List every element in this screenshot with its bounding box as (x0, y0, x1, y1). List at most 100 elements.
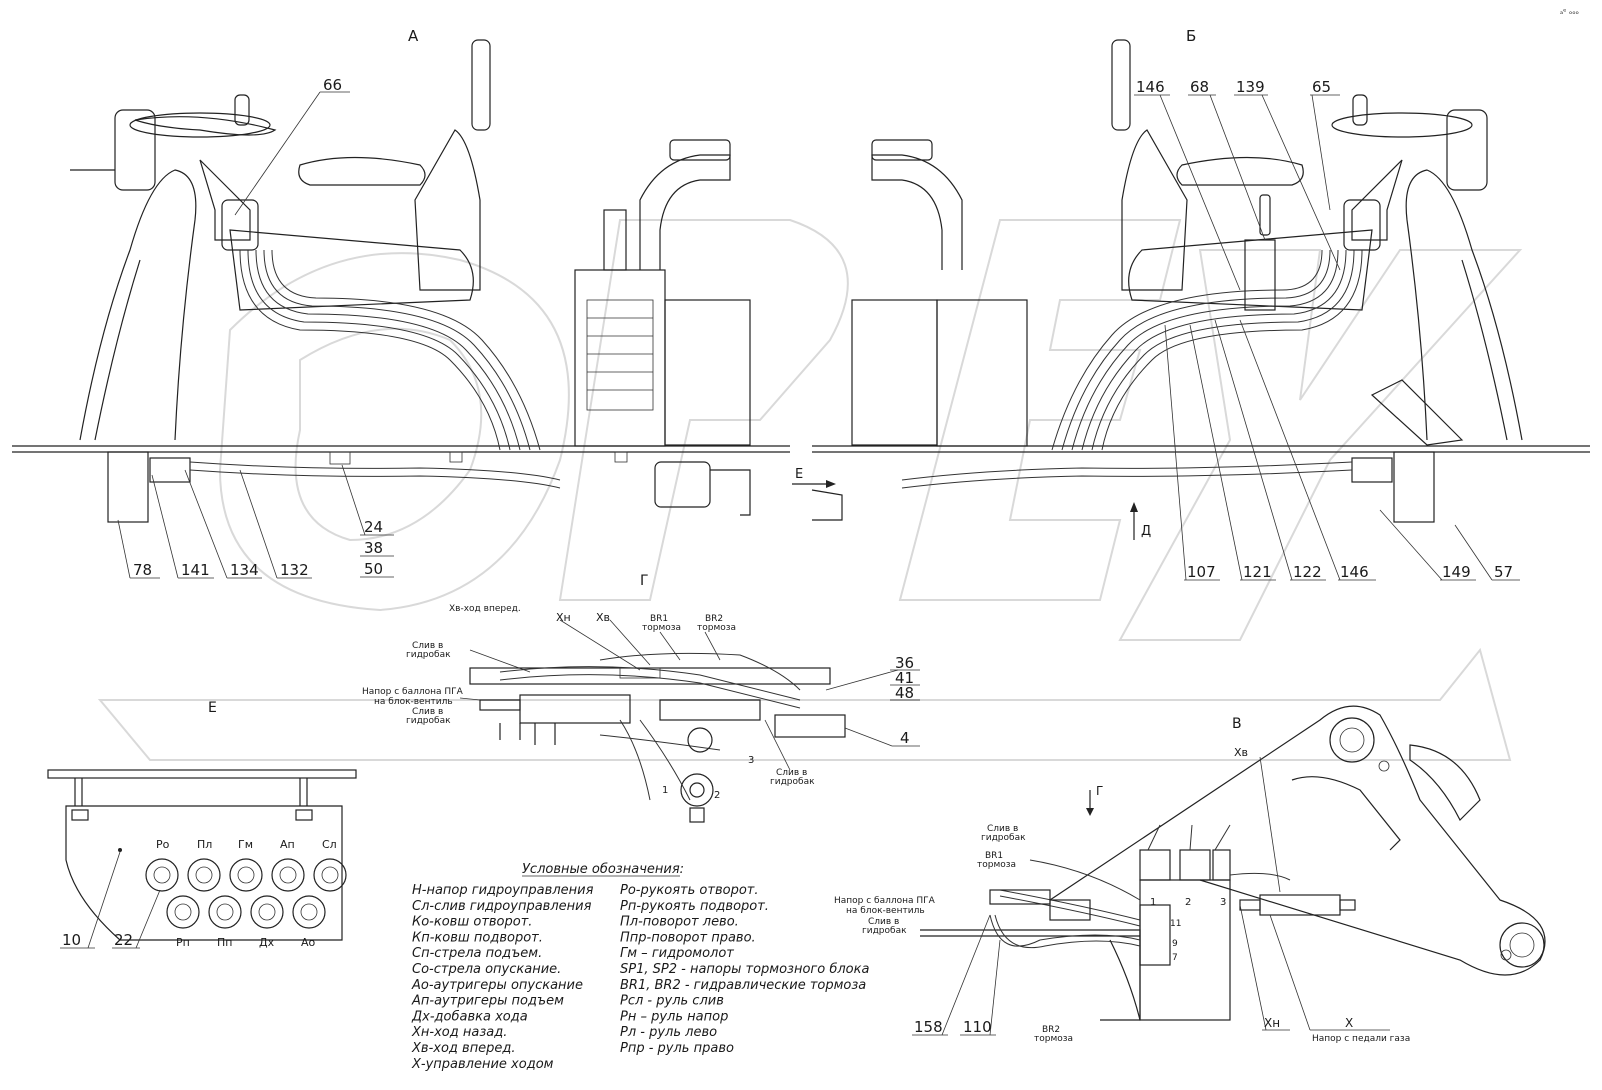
drain-label-1b: гидробак (406, 650, 451, 660)
svg-text:Напор с баллона ПГА: Напор с баллона ПГА (834, 896, 936, 906)
svg-text:7: 7 (1172, 953, 1178, 963)
port-rp: Рп (176, 936, 190, 949)
callout-66: 66 (323, 76, 342, 94)
valve-block: Ро Пл Гм Ап Сл Рп Пп Дх Ао 10 22 (47, 769, 357, 949)
legend-item: Кп-ковш подворот. (412, 930, 543, 945)
svg-text:Г: Г (1096, 784, 1103, 798)
svg-text:гидробак: гидробак (981, 833, 1026, 843)
port-ao: Ао (301, 936, 316, 949)
pga-label: Напор с баллона ПГА (362, 687, 464, 697)
arrow-d: Д (1130, 502, 1151, 540)
view-label-e: Е (208, 700, 217, 716)
callout-38: 38 (364, 539, 383, 557)
legend-item: Н-напор гидроуправления (412, 883, 594, 898)
callout-41: 41 (895, 669, 914, 687)
drain-label-2b: гидробак (406, 716, 451, 726)
legend-item: Дх-добавка хода (411, 1009, 528, 1024)
legend-item: Хв-ход вперед. (411, 1041, 516, 1056)
svg-text:Слив в: Слив в (987, 824, 1018, 834)
port-sl: Сл (322, 838, 337, 851)
callout-122: 122 (1293, 563, 1322, 581)
legend-item: Хн-ход назад. (411, 1025, 507, 1040)
callout-158: 158 (914, 1018, 943, 1036)
legend-item: Ппр-поворот право. (620, 930, 756, 945)
drain-label-2: Слив в (412, 707, 443, 717)
svg-text:9: 9 (1172, 939, 1178, 949)
legend-right-column: Ро-рукоять отворот.Рп-рукоять подворот.П… (620, 883, 869, 1056)
legend-item: BR1, BR2 - гидравлические тормоза (620, 978, 866, 993)
callout-110: 110 (963, 1018, 992, 1036)
cab-view-b (811, 39, 1590, 523)
view-g: Г Хв-ход вперед. Хн Хв BR1 тормоза BR2 т… (362, 573, 920, 823)
view-label-b: Б (1186, 27, 1196, 45)
legend-item: Рсл - руль слив (620, 994, 724, 1009)
arrow-e: Е (792, 467, 836, 488)
callout-134: 134 (230, 561, 259, 579)
svg-text:1: 1 (1150, 897, 1156, 908)
xv-forward-label: Хв-ход вперед. (449, 604, 521, 614)
legend-item: Рн – руль напор (620, 1009, 728, 1024)
br2-sub: тормоза (697, 623, 736, 633)
legend-item: Со-стрела опускание. (412, 962, 561, 977)
callout-121: 121 (1243, 563, 1272, 581)
xv-label: Хв (596, 611, 610, 624)
callout-x: Х (1345, 1016, 1353, 1030)
legend-item: Гм – гидромолот (620, 946, 734, 961)
legend-item: Пл-поворот лево. (620, 915, 739, 930)
callout-139: 139 (1236, 78, 1265, 96)
legend-item: Рл - руль лево (620, 1025, 717, 1040)
port-pl: Пл (197, 838, 212, 851)
port-dh: Дх (259, 936, 275, 949)
legend-item: Ко-ковш отворот. (412, 915, 532, 930)
legend-item: Рпр - руль право (620, 1041, 734, 1056)
callout-132: 132 (280, 561, 309, 579)
callout-141: 141 (181, 561, 210, 579)
legend-title: Условные обозначения: (522, 862, 684, 877)
gas-pedal-label: Напор с педали газа (1312, 1034, 1410, 1044)
callout-68: 68 (1190, 78, 1209, 96)
watermark (97, 219, 1523, 761)
svg-text:11: 11 (1170, 919, 1181, 929)
callout-xn: Хн (1264, 1016, 1280, 1030)
callout-xv: Хв (1234, 746, 1248, 759)
drain-label-1: Слив в (412, 641, 443, 651)
seat-lever (1259, 194, 1271, 236)
callout-24: 24 (364, 518, 383, 536)
svg-text:2: 2 (1185, 897, 1191, 908)
svg-text:3: 3 (1220, 897, 1226, 908)
svg-text:BR2: BR2 (1042, 1025, 1060, 1035)
svg-text:Д: Д (1141, 524, 1151, 539)
svg-text:3: 3 (748, 755, 754, 766)
legend-item: Х-управление ходом (411, 1057, 554, 1072)
svg-text:BR1: BR1 (985, 851, 1003, 861)
port-pp: Пп (217, 936, 232, 949)
control-valve (1244, 239, 1276, 311)
arrow-g: Г (1086, 784, 1103, 816)
br2-label: BR2 (705, 614, 723, 624)
callout-65: 65 (1312, 78, 1331, 96)
view-label-g: Г (640, 573, 649, 589)
br1-sub: тормоза (642, 623, 681, 633)
svg-text:тормоза: тормоза (977, 860, 1016, 870)
callout-149: 149 (1442, 563, 1471, 581)
cab-view-a (12, 39, 790, 523)
corner-mark: ₐᵉ ₒₒₒ (1560, 7, 1579, 16)
callout-78: 78 (133, 561, 152, 579)
pga-label-b: на блок-вентиль (374, 697, 453, 707)
view-label-v: В (1232, 716, 1242, 732)
svg-text:тормоза: тормоза (1034, 1034, 1073, 1044)
legend-item: Рп-рукоять подворот. (620, 899, 769, 914)
svg-text:Слив в: Слив в (868, 917, 899, 927)
legend-item: SP1, SP2 - напоры тормозного блока (620, 962, 869, 977)
legend-item: Ап-аутригеры подъем (411, 994, 564, 1009)
svg-text:на блок-вентиль: на блок-вентиль (846, 906, 925, 916)
callout-146-top: 146 (1136, 78, 1165, 96)
drain-label-3b: гидробак (770, 777, 815, 787)
callout-50: 50 (364, 560, 383, 578)
port-gm: Гм (238, 838, 253, 851)
legend-item: Сп-стрела подъем. (412, 946, 542, 961)
port-ap: Ап (280, 838, 295, 851)
callout-10: 10 (62, 931, 81, 949)
